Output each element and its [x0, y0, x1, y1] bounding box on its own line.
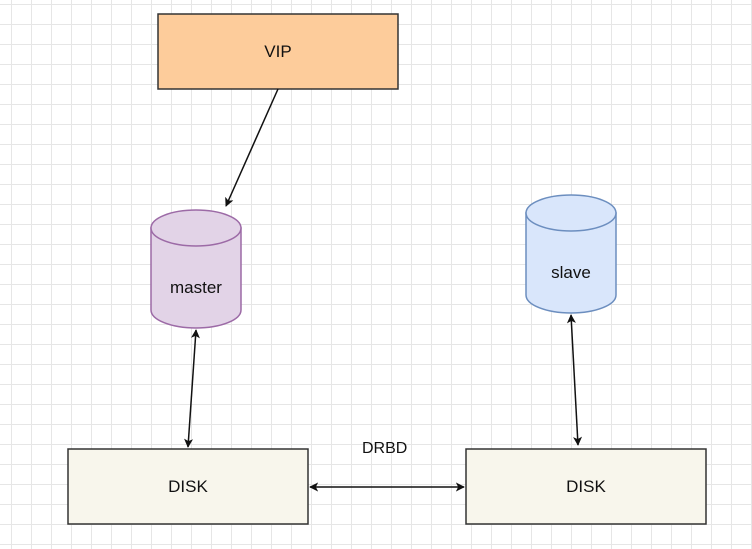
disk-left-node[interactable] — [67, 448, 309, 525]
master-cylinder[interactable] — [150, 209, 242, 329]
edge-slave-disk — [566, 314, 583, 446]
edge-master-disk — [184, 329, 200, 448]
drbd-label: DRBD — [362, 440, 408, 457]
vip-node[interactable] — [157, 13, 399, 90]
disk-right-node[interactable] — [465, 448, 707, 525]
edge-vip-to-master — [225, 88, 279, 207]
slave-cylinder[interactable] — [525, 194, 617, 314]
